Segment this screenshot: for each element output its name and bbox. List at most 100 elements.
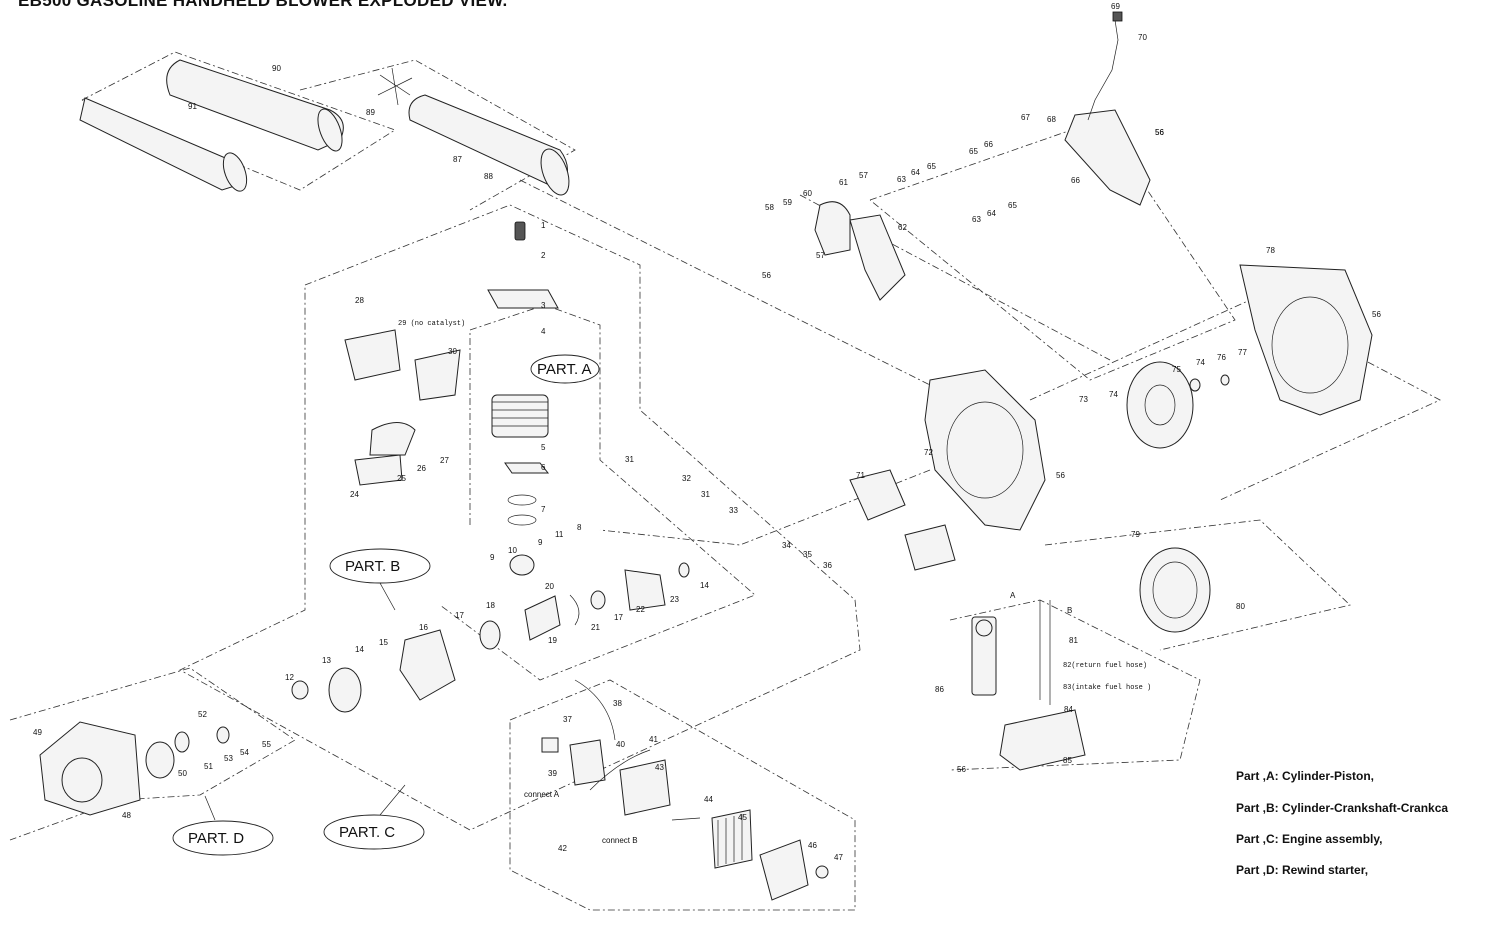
callout: 11 — [555, 530, 564, 539]
callout: 64 — [987, 209, 996, 218]
callout: 5 — [541, 443, 546, 452]
callout: 9 — [490, 553, 495, 562]
annotation-intake-hose: 83(intake fuel hose ) — [1063, 684, 1151, 692]
part-a-cylinder-piston — [487, 221, 559, 576]
part-a-label: PART. A — [537, 361, 591, 378]
callout: 46 — [808, 841, 817, 850]
callout: 37 — [563, 715, 572, 724]
callout: 56 — [1155, 128, 1164, 137]
part-b-crankcase — [399, 562, 690, 701]
callout: 48 — [122, 811, 131, 820]
callout: 34 — [782, 541, 791, 550]
callout: 1 — [541, 221, 546, 230]
callout: 56 — [1056, 471, 1065, 480]
callout: 65 — [1008, 201, 1017, 210]
annotation-return-hose: 82(return fuel hose) — [1063, 662, 1147, 670]
callout: 89 — [366, 108, 375, 117]
callout: 54 — [240, 748, 249, 757]
callout: 66 — [984, 140, 993, 149]
callout: 85 — [1063, 756, 1072, 765]
part-d-rewind-starter — [39, 667, 362, 816]
callout: 26 — [417, 464, 426, 473]
callout: 56 — [1155, 128, 1164, 137]
callout: 42 — [558, 844, 567, 853]
callout: 17 — [455, 611, 464, 620]
callout: 3 — [541, 301, 546, 310]
callout: 24 — [350, 490, 359, 499]
muffler-assembly — [344, 329, 461, 486]
blower-housing — [849, 369, 1046, 571]
legend-item-part-c: Part ,C: Engine assembly, — [1236, 832, 1383, 846]
callout: 17 — [614, 613, 623, 622]
callout: 74 — [1196, 358, 1205, 367]
callout: 75 — [1172, 365, 1181, 374]
callout: 57 — [816, 251, 825, 260]
handle-assembly — [814, 11, 1151, 301]
legend: Part ,A: Cylinder-Piston, Part ,B: Cylin… — [1236, 769, 1448, 877]
part-c-label: PART. C — [339, 824, 395, 841]
blower-tubes — [79, 59, 570, 196]
callout: 79 — [1131, 530, 1140, 539]
callout: 19 — [548, 636, 557, 645]
callout: 28 — [355, 296, 364, 305]
callout: 64 — [911, 168, 920, 177]
part-b-label: PART. B — [345, 558, 400, 575]
legend-item-part-d: Part ,D: Rewind starter, — [1236, 863, 1368, 877]
callout: 31 — [701, 490, 710, 499]
callout: 87 — [453, 155, 462, 164]
callout: 77 — [1238, 348, 1247, 357]
callout: 65 — [927, 162, 936, 171]
callout: 31 — [625, 455, 634, 464]
callout: 76 — [1217, 353, 1226, 362]
callout: 38 — [613, 699, 622, 708]
callout: 15 — [379, 638, 388, 647]
callout: 44 — [704, 795, 713, 804]
callout: 91 — [188, 102, 197, 111]
callout: 51 — [204, 762, 213, 771]
callout: 21 — [591, 623, 600, 632]
callout: 36 — [823, 561, 832, 570]
callout: 14 — [355, 645, 364, 654]
annotation-hose-b: B — [1067, 606, 1072, 615]
part-d-label: PART. D — [188, 830, 244, 847]
callout: 59 — [783, 198, 792, 207]
callout: 13 — [322, 656, 331, 665]
callout: 56 — [957, 765, 966, 774]
callout: 72 — [924, 448, 933, 457]
callout: 61 — [839, 178, 848, 187]
callout: 2 — [541, 251, 546, 260]
annotation-connect-b: connect B — [602, 836, 638, 845]
callout: 56 — [762, 271, 771, 280]
callout: 18 — [486, 601, 495, 610]
fan-impeller — [1126, 361, 1230, 449]
callout: 30 — [448, 347, 457, 356]
callout: 16 — [419, 623, 428, 632]
callout: 67 — [1021, 113, 1030, 122]
callout: 25 — [397, 474, 406, 483]
callout: 71 — [856, 471, 865, 480]
callout: 52 — [198, 710, 207, 719]
part-labels: PART. A PART. B PART. C PART. D — [172, 354, 600, 856]
callout: 10 — [508, 546, 517, 555]
annotation-hose-a: A — [1010, 591, 1016, 600]
callout: 90 — [272, 64, 281, 73]
callout: 14 — [700, 581, 709, 590]
callout: 69 — [1111, 2, 1120, 11]
callout: 40 — [616, 740, 625, 749]
callout: 32 — [682, 474, 691, 483]
callout: 20 — [545, 582, 554, 591]
callout: 27 — [440, 456, 449, 465]
callout: 9 — [538, 538, 543, 547]
callout: 43 — [655, 763, 664, 772]
annotation-connect-a: connect A — [524, 790, 560, 799]
legend-item-part-a: Part ,A: Cylinder-Piston, — [1236, 769, 1374, 783]
callout: 47 — [834, 853, 843, 862]
callout: 68 — [1047, 115, 1056, 124]
callout: 23 — [670, 595, 679, 604]
callout: 73 — [1079, 395, 1088, 404]
callout: 60 — [803, 189, 812, 198]
callout: 4 — [541, 327, 546, 336]
callout: 39 — [548, 769, 557, 778]
